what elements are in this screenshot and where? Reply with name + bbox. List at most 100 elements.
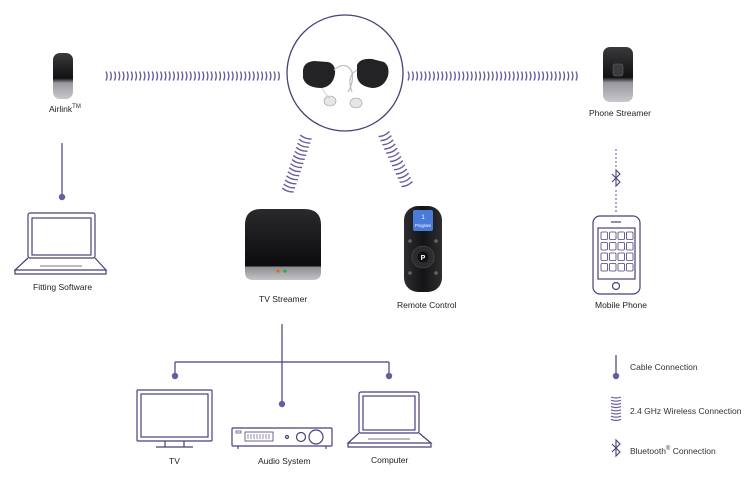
wave-arc (401, 180, 413, 188)
wave-arc (571, 71, 574, 81)
wave-arc (243, 71, 247, 81)
wave-arc (378, 130, 390, 138)
phone-app-icon (626, 231, 634, 240)
wave-arc (436, 71, 440, 81)
phone-app-icon (600, 252, 608, 261)
wave-arc (445, 71, 448, 81)
wave-arc (533, 71, 536, 81)
wave-arc (399, 176, 412, 184)
phone-streamer-label: Phone Streamer (589, 108, 651, 118)
wave-arc (297, 142, 309, 148)
wave-arc (520, 71, 524, 81)
audio-system-label: Audio System (258, 456, 311, 466)
phone-app-icon (626, 252, 634, 261)
phone-app-icon (609, 252, 617, 261)
wave-arc (461, 71, 465, 81)
wave-arc (143, 71, 146, 81)
wave-arc (529, 71, 532, 81)
wave-arc (168, 71, 171, 81)
wave-arc (470, 71, 473, 81)
wave-arc (411, 71, 414, 81)
wave-arc (554, 71, 557, 81)
phone-app-icon (609, 231, 617, 240)
wave-arc (239, 71, 243, 81)
wave-arc (541, 71, 545, 81)
tv-label: TV (169, 456, 180, 466)
wave-arc (291, 158, 304, 165)
wave-arc (248, 71, 251, 81)
wave-arc (380, 135, 392, 142)
wave-arc (495, 71, 498, 81)
airlink-device (53, 53, 73, 99)
wave-arc (516, 71, 519, 81)
wave-arc (210, 71, 213, 81)
wave-arc (299, 134, 312, 140)
phone-app-icon (609, 242, 617, 251)
wave-arc (457, 71, 461, 81)
wave-arc (397, 172, 410, 179)
wave-arc (391, 160, 404, 167)
wave-arc (382, 139, 394, 146)
wave-arc (395, 168, 408, 175)
wave-arc (277, 71, 280, 81)
wireless-link-phone-streamer (407, 71, 578, 81)
remote-screen-line1: 1 (421, 215, 425, 221)
wave-arc (432, 71, 435, 81)
computer-icon (346, 391, 433, 448)
wave-arc (109, 71, 112, 81)
phone-app-icon (617, 263, 625, 272)
wave-arc (610, 396, 622, 399)
legend-bluetooth-label: Bluetooth® Connection (630, 446, 716, 456)
bluetooth-link-phone (611, 149, 621, 212)
wave-arc (295, 146, 308, 152)
phone-app-icon (617, 231, 625, 240)
phone-app-icon (617, 252, 625, 261)
wave-arc (537, 71, 540, 81)
wave-arc (424, 71, 427, 81)
wave-arc (197, 71, 201, 81)
wave-arc (610, 412, 622, 415)
mobile-phone-icon (592, 215, 641, 295)
wave-arc (231, 71, 234, 81)
wave-arc (610, 415, 622, 418)
wave-arc (122, 71, 125, 81)
wave-arc (126, 71, 129, 81)
wireless-icon (610, 396, 622, 421)
wave-arc (610, 409, 622, 412)
wave-arc (292, 154, 305, 161)
wave-arc (147, 71, 150, 81)
wave-arc (440, 71, 444, 81)
wave-arc (117, 71, 121, 81)
mobile-phone-label: Mobile Phone (595, 300, 647, 310)
wave-arc (283, 183, 296, 189)
wave-arc (185, 71, 188, 81)
wave-arc (264, 71, 268, 81)
wave-arc (290, 163, 303, 169)
wave-arc (524, 71, 528, 81)
hearing-aids-circle (286, 14, 404, 132)
wave-arc (482, 71, 486, 81)
wave-arc (610, 406, 622, 409)
wave-arc (407, 71, 410, 81)
wave-arc (288, 167, 301, 173)
legend-wireless-label: 2.4 GHz Wireless Connection (630, 406, 742, 416)
legend-bluetooth-text: Bluetooth (630, 446, 666, 456)
wave-arc (491, 71, 494, 81)
wave-arc (151, 71, 154, 81)
wave-arc (222, 71, 226, 81)
laptop-icon (13, 212, 108, 275)
wave-arc (419, 71, 423, 81)
wave-arc (466, 71, 469, 81)
phone-app-icon (617, 242, 625, 251)
wave-arc (474, 71, 477, 81)
wave-arc (610, 418, 622, 421)
wave-arc (298, 138, 311, 144)
legend-cable-label: Cable Connection (630, 362, 698, 372)
phone-app-icon (626, 242, 634, 251)
airlink-label: AirlinkTM (49, 104, 81, 114)
wave-arc (294, 150, 307, 156)
remote-control-label: Remote Control (397, 300, 457, 310)
audio-system-icon (231, 427, 333, 449)
wave-arc (159, 71, 163, 81)
